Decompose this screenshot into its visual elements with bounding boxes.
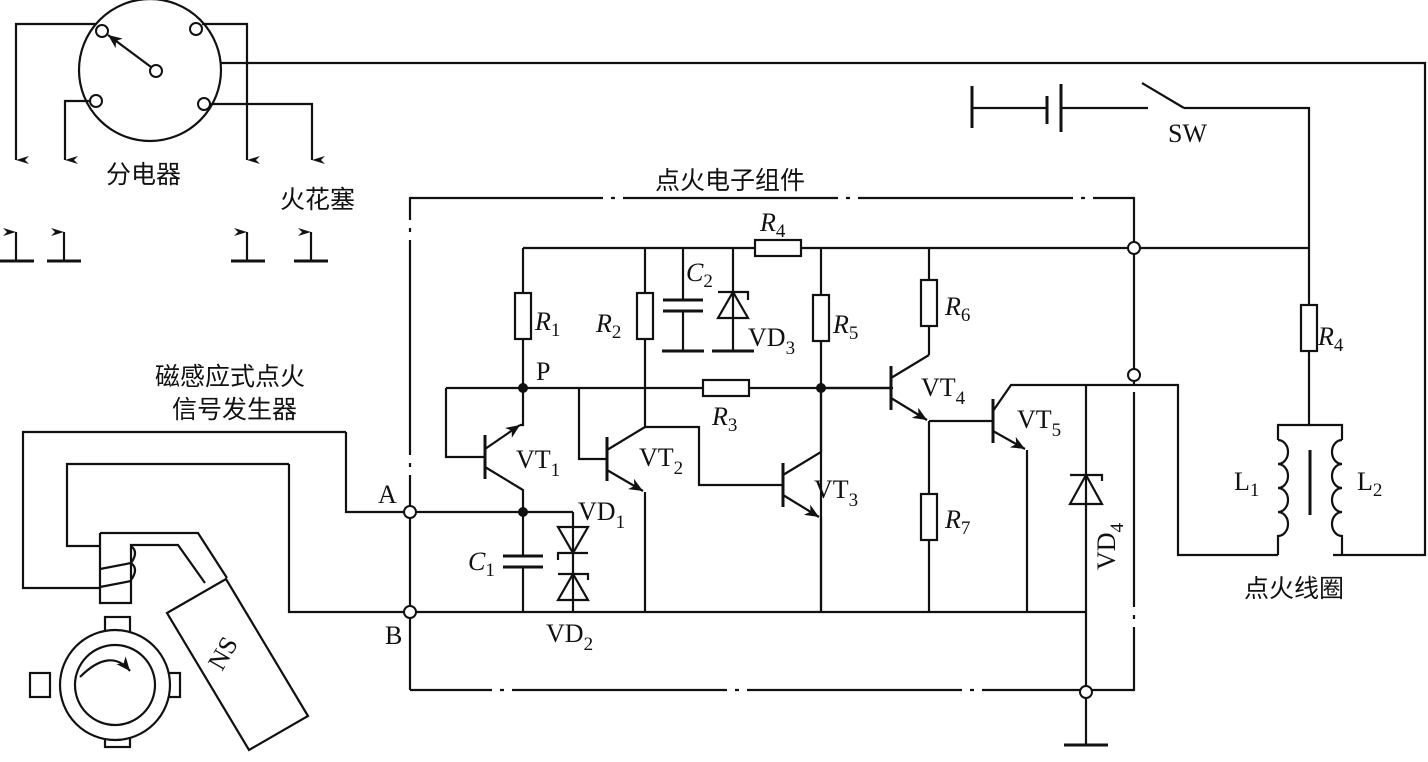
primary-winding-icon (1276, 438, 1290, 555)
vd1-label: VD1 (578, 497, 625, 533)
reluctor-rotor-icon (28, 615, 182, 749)
transistor-vt5 (991, 383, 1278, 612)
rotor-center (149, 64, 163, 78)
switch-label: SW (1168, 119, 1207, 148)
spark-plug-icon (231, 228, 265, 263)
l2-label: L2 (1357, 467, 1382, 501)
vd2-label: VD2 (546, 619, 593, 655)
c2-label: C2 (686, 258, 713, 292)
resistor-r5 (811, 293, 831, 343)
resistor-r1 (513, 291, 533, 341)
rotor-arm-icon (107, 34, 152, 68)
capacitor-c2 (662, 248, 704, 353)
r4-external-label: R4 (1317, 322, 1344, 356)
pickup-coil-icon (99, 545, 137, 589)
spark-plugs (0, 228, 328, 263)
spark-plug-icon (47, 228, 81, 263)
node-b-label: B (385, 621, 402, 650)
zener-diode-vd3 (712, 248, 754, 353)
signal-generator-label-line1: 磁感应式点火 (155, 362, 305, 391)
ignition-switch-icon (1141, 82, 1311, 305)
distributor-contact (89, 94, 103, 108)
r5-label: R5 (832, 310, 858, 344)
l1-label: L1 (1234, 467, 1259, 501)
magnet-label: NS (202, 632, 244, 675)
r7-label: R7 (944, 505, 970, 539)
terminal-b[interactable] (403, 605, 417, 619)
distributor (14, 0, 1427, 557)
ignition-coil (1276, 303, 1344, 555)
spark-plug-label: 火花塞 (280, 185, 355, 214)
zener-diodes-vd1-vd2 (556, 512, 590, 612)
vt4-label: VT4 (921, 373, 966, 409)
capacitor-c1 (503, 512, 543, 612)
vt1-label: VT1 (516, 445, 560, 481)
vt3-label: VT3 (814, 475, 858, 511)
r3-label: R3 (711, 402, 737, 436)
terminal-coil (1127, 368, 1141, 382)
distributor-contact (95, 24, 109, 38)
signal-generator-label-line2: 信号发生器 (172, 395, 297, 424)
node-a-label: A (378, 480, 397, 509)
ignition-module-outline (408, 196, 1136, 692)
resistor-r4-external (1299, 303, 1319, 353)
module-title: 点火电子组件 (655, 166, 805, 195)
r4-label: R4 (759, 208, 786, 242)
node-p-label: P (536, 357, 550, 386)
vd3-label: VD3 (748, 323, 795, 359)
spark-plug-icon (0, 228, 34, 263)
distributor-body (77, 0, 223, 143)
transistor-vt1 (444, 388, 525, 512)
distributor-contact (189, 22, 203, 36)
battery-icon (970, 84, 1148, 132)
vd4-label: VD4 (1092, 522, 1128, 570)
vt5-label: VT5 (1017, 405, 1061, 441)
resistor-r4 (753, 238, 803, 258)
distributor-label: 分电器 (106, 160, 181, 189)
c1-label: C1 (468, 547, 495, 581)
terminal-a[interactable] (403, 505, 417, 519)
secondary-winding-icon (1330, 438, 1344, 555)
resistor-r7 (919, 492, 939, 542)
r2-label: R2 (595, 309, 621, 343)
resistor-r2 (635, 291, 655, 341)
spark-plug-icon (294, 228, 328, 263)
r6-label: R6 (944, 292, 970, 326)
ignition-coil-label: 点火线圈 (1244, 574, 1344, 603)
terminal-supply (1127, 241, 1141, 255)
vt2-label: VT2 (639, 443, 683, 479)
terminal-ground (1079, 685, 1093, 699)
distributor-contact (197, 97, 211, 111)
transistor-vt3 (781, 388, 823, 612)
r1-label: R1 (534, 307, 560, 341)
resistor-r6 (919, 278, 939, 328)
resistor-r3 (701, 378, 751, 398)
transistor-vt2 (577, 388, 782, 612)
transistor-vt4 (821, 354, 992, 423)
signal-generator (21, 430, 346, 752)
